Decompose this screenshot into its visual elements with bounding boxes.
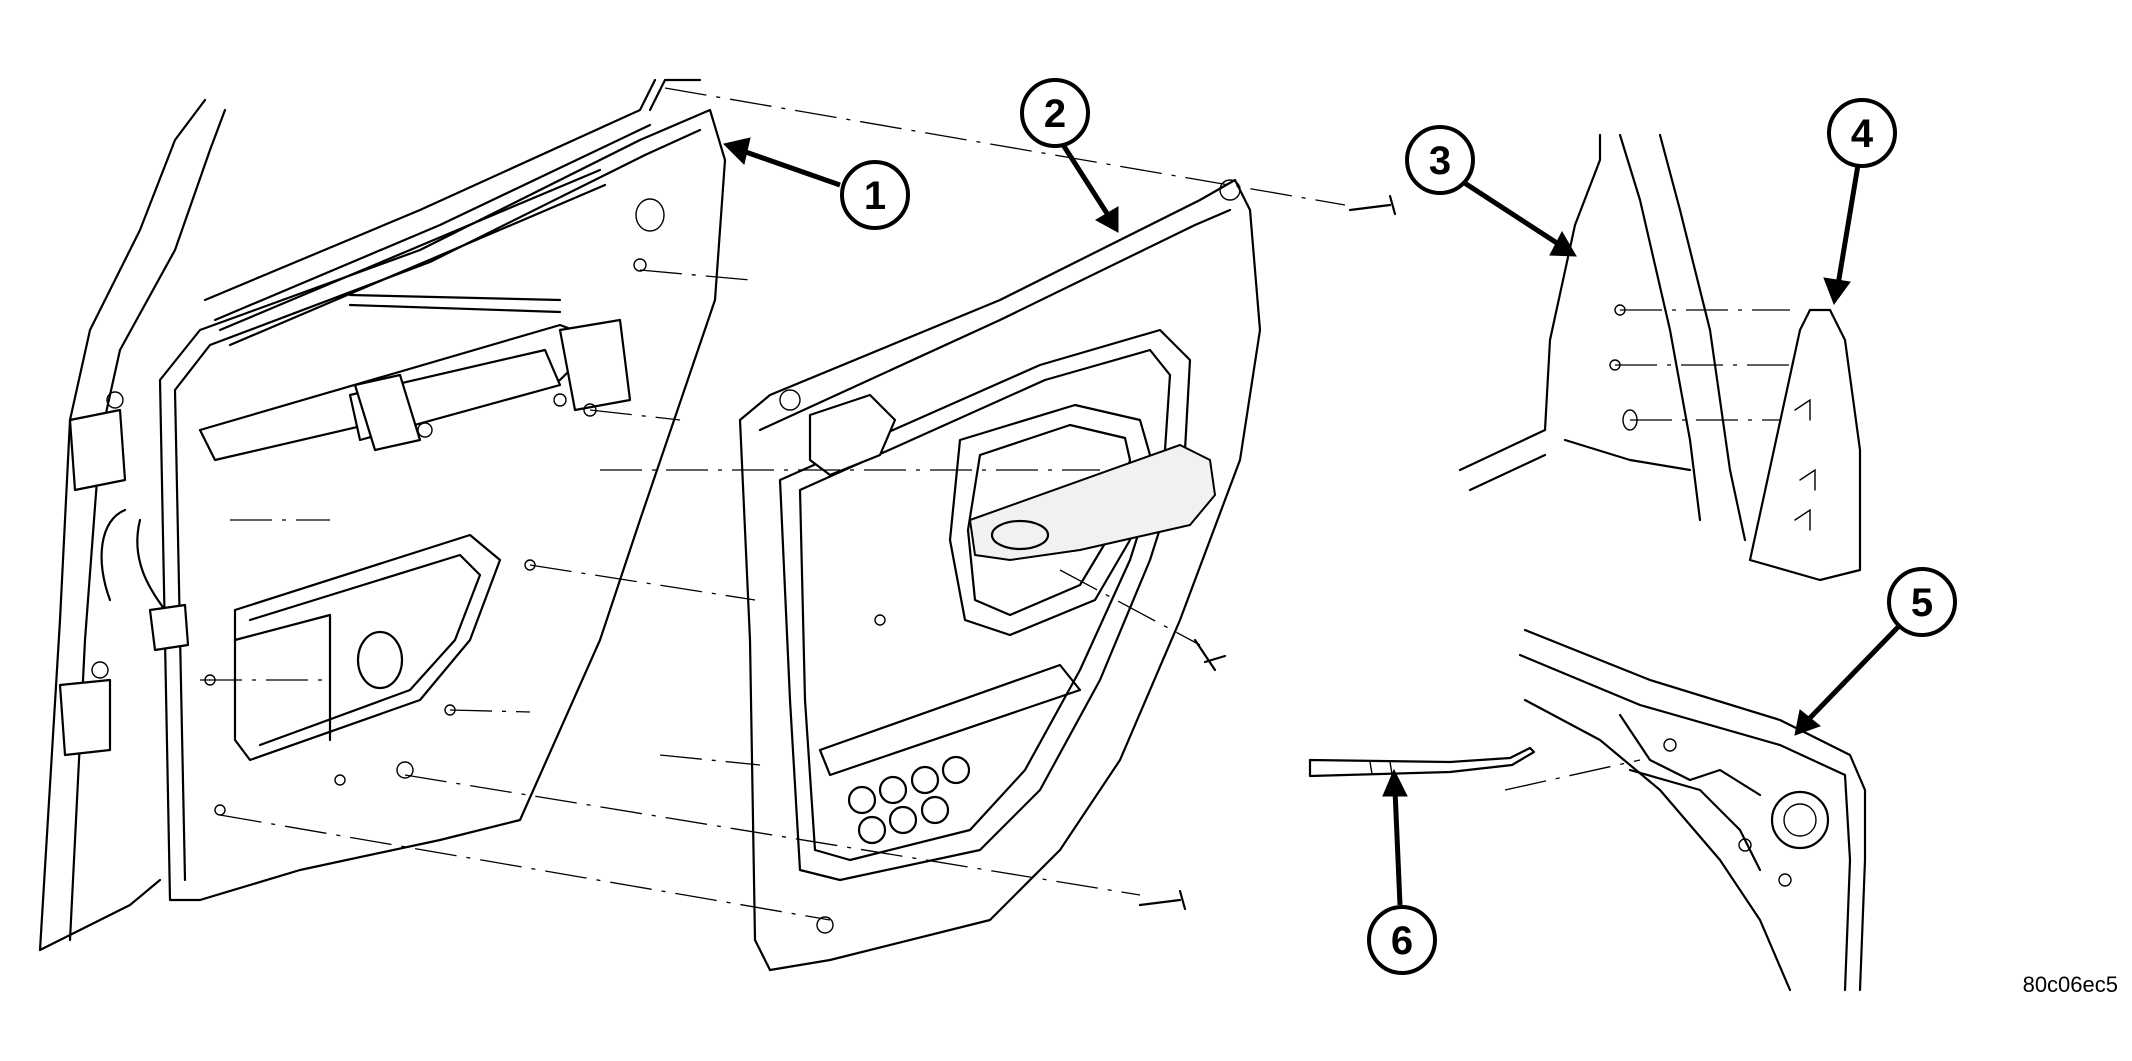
sail-trim-cover (1748, 308, 1862, 582)
leader-arrow-1 (723, 137, 841, 188)
callout-2-label: 2 (1044, 92, 1066, 136)
trim-stick-tool (1308, 746, 1536, 778)
door-inner-frame (38, 78, 727, 952)
callout-5: 5 (1887, 567, 1957, 637)
callout-4-label: 4 (1851, 112, 1874, 156)
leader-arrow-4 (1823, 164, 1861, 306)
door-corner-detail (1504, 628, 1867, 992)
mirror-trim-mount (1458, 133, 1790, 542)
callout-6: 6 (1367, 905, 1437, 975)
leader-arrow-3 (1458, 177, 1577, 257)
door-trim-panel (738, 178, 1397, 972)
leader-arrow-2 (1057, 138, 1119, 233)
callout-3: 3 (1405, 125, 1475, 195)
leader-arrows (723, 137, 1902, 906)
alignment-lines (200, 87, 1346, 921)
leader-arrow-6 (1382, 768, 1408, 906)
callout-3-label: 3 (1429, 139, 1451, 183)
callout-4: 4 (1827, 98, 1897, 168)
callout-1: 1 (840, 160, 910, 230)
figure-id: 80c06ec5 (2023, 972, 2118, 997)
leader-arrow-5 (1794, 623, 1902, 736)
callout-1-label: 1 (864, 174, 886, 218)
callout-5-label: 5 (1911, 581, 1933, 625)
callout-6-label: 6 (1391, 919, 1413, 963)
callout-2: 2 (1020, 78, 1090, 148)
